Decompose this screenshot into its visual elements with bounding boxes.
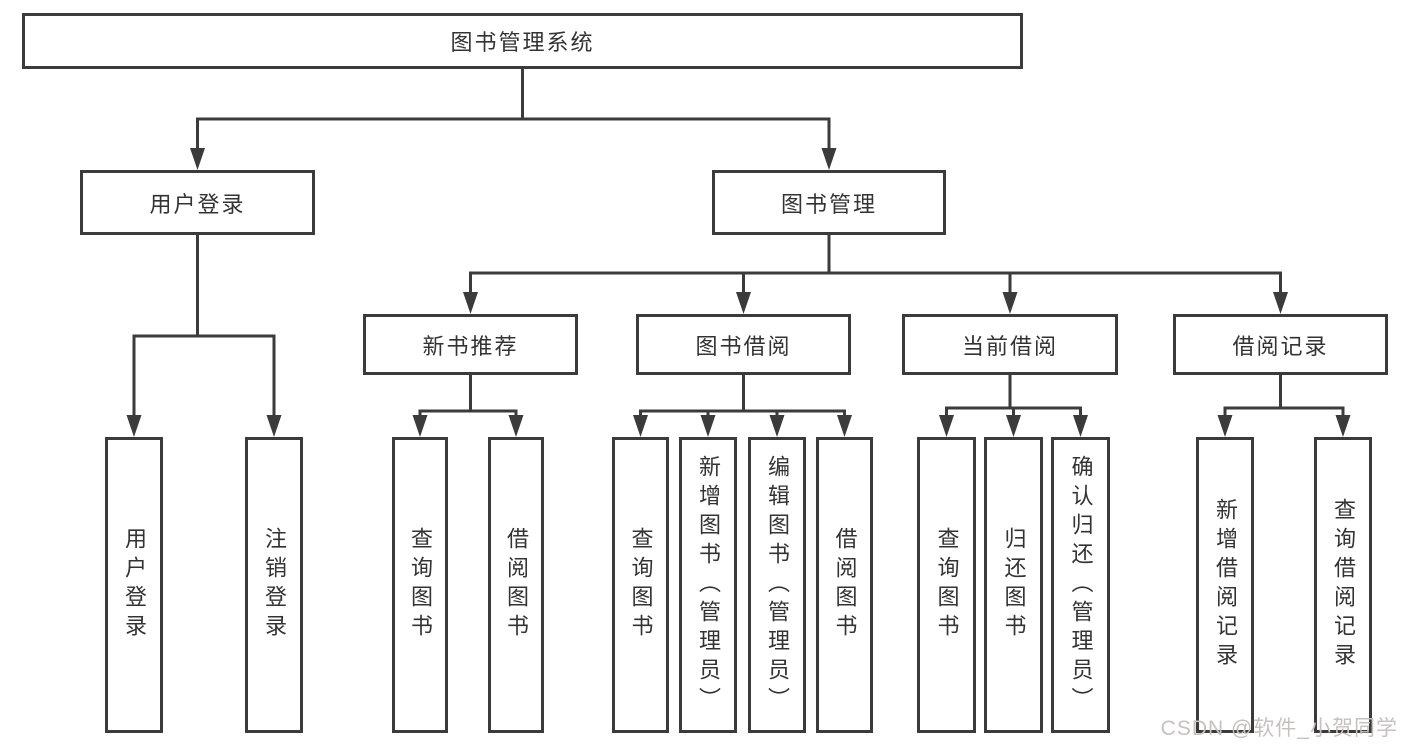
- node-book-management-module-label: 图书管理: [780, 191, 877, 217]
- leaf-user-login: 用户登录: [105, 437, 163, 733]
- node-user-login-module-label: 用户登录: [149, 191, 246, 217]
- connector-current-borrow: [945, 375, 1082, 420]
- leaf-borrowing-borrow-books: 借阅图书: [816, 437, 873, 733]
- leaf-logout: 注销登录: [245, 437, 303, 733]
- leaf-records-query-record: 查询借阅记录: [1314, 437, 1372, 733]
- connector-user-login: [132, 235, 276, 420]
- leaf-records-add-record: 新增借阅记录: [1196, 437, 1254, 733]
- node-root-system-label: 图书管理系统: [450, 30, 595, 55]
- node-book-borrowing-label: 图书借阅: [695, 333, 792, 359]
- connector-root: [196, 69, 831, 152]
- leaf-borrowing-query-books: 查询图书: [612, 437, 669, 733]
- node-new-book-recommend: 新书推荐: [363, 314, 578, 375]
- connector-borrow-records: [1223, 375, 1345, 420]
- node-borrowing-records: 借阅记录: [1173, 314, 1388, 375]
- node-borrowing-records-label: 借阅记录: [1232, 333, 1329, 359]
- leaf-current-return-books: 归还图书: [984, 437, 1043, 733]
- arrowheads: [126, 148, 1351, 437]
- leaf-newrec-query-books: 查询图书: [392, 437, 448, 733]
- node-user-login-module: 用户登录: [80, 170, 315, 235]
- leaf-current-query-books: 查询图书: [917, 437, 976, 733]
- connector-book-borrow: [639, 375, 846, 420]
- node-new-book-recommend-label: 新书推荐: [422, 333, 519, 359]
- csdn-watermark: CSDN @软件_小贺同学: [1160, 717, 1398, 740]
- node-current-borrowing: 当前借阅: [902, 314, 1118, 375]
- node-current-borrowing-label: 当前借阅: [961, 333, 1058, 359]
- connector-new-book-rec: [418, 375, 518, 420]
- node-root-system: 图书管理系统: [22, 13, 1023, 69]
- node-book-borrowing: 图书借阅: [636, 314, 851, 375]
- node-book-management-module: 图书管理: [712, 170, 946, 235]
- leaf-borrowing-edit-books-admin: 编辑图书（管理员）: [748, 437, 806, 733]
- connector-book-mgmt: [469, 235, 1282, 296]
- leaf-newrec-borrow-books: 借阅图书: [488, 437, 544, 733]
- leaf-borrowing-add-books-admin: 新增图书（管理员）: [679, 437, 737, 733]
- leaf-current-confirm-return-admin: 确认归还（管理员）: [1051, 437, 1110, 733]
